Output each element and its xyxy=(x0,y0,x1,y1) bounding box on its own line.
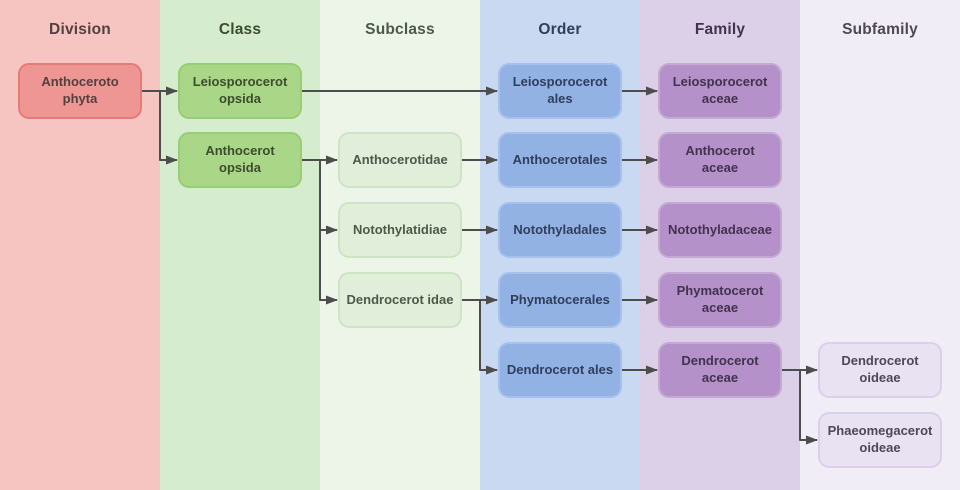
node-dendrocerotaceae: Dendrocerot aceae xyxy=(658,342,782,398)
column-header-division: Division xyxy=(49,21,111,38)
node-phaeomegacerotoideae: Phaeomegacerot oideae xyxy=(818,412,942,468)
node-dendrocerotoideae: Dendrocerot oideae xyxy=(818,342,942,398)
node-phymatocerales: Phymatocerales xyxy=(498,272,622,328)
node-anthocerotidae: Anthocerotidae xyxy=(338,132,462,188)
node-leiosporocerotales: Leiosporocerot ales xyxy=(498,63,622,119)
node-dendrocerotidae: Dendrocerot idae xyxy=(338,272,462,328)
node-anthocerotopsida: Anthocerot opsida xyxy=(178,132,302,188)
column-header-family: Family xyxy=(694,21,746,38)
node-phymatocerotaceae: Phymatocerot aceae xyxy=(658,272,782,328)
column-header-subfamily: Subfamily xyxy=(842,21,918,38)
node-dendrocerotales: Dendrocerot ales xyxy=(498,342,622,398)
column-header-order: Order xyxy=(538,21,582,38)
node-anthocerotophyta: Anthoceroto phyta xyxy=(18,63,142,119)
column-header-class: Class xyxy=(218,21,262,38)
node-notothyladaceae: Notothyladaceae xyxy=(658,202,782,258)
column-header-subclass: Subclass xyxy=(365,21,435,38)
node-leiosporocerotopsida: Leiosporocerot opsida xyxy=(178,63,302,119)
column-subfamily: Subfamily xyxy=(800,0,960,490)
node-notothyladales: Notothyladales xyxy=(498,202,622,258)
node-notothylatidiae: Notothylatidiae xyxy=(338,202,462,258)
node-anthocerotaceae: Anthocerot aceae xyxy=(658,132,782,188)
node-leiosporocerotaceae: Leiosporocerot aceae xyxy=(658,63,782,119)
node-anthocerotales: Anthocerotales xyxy=(498,132,622,188)
